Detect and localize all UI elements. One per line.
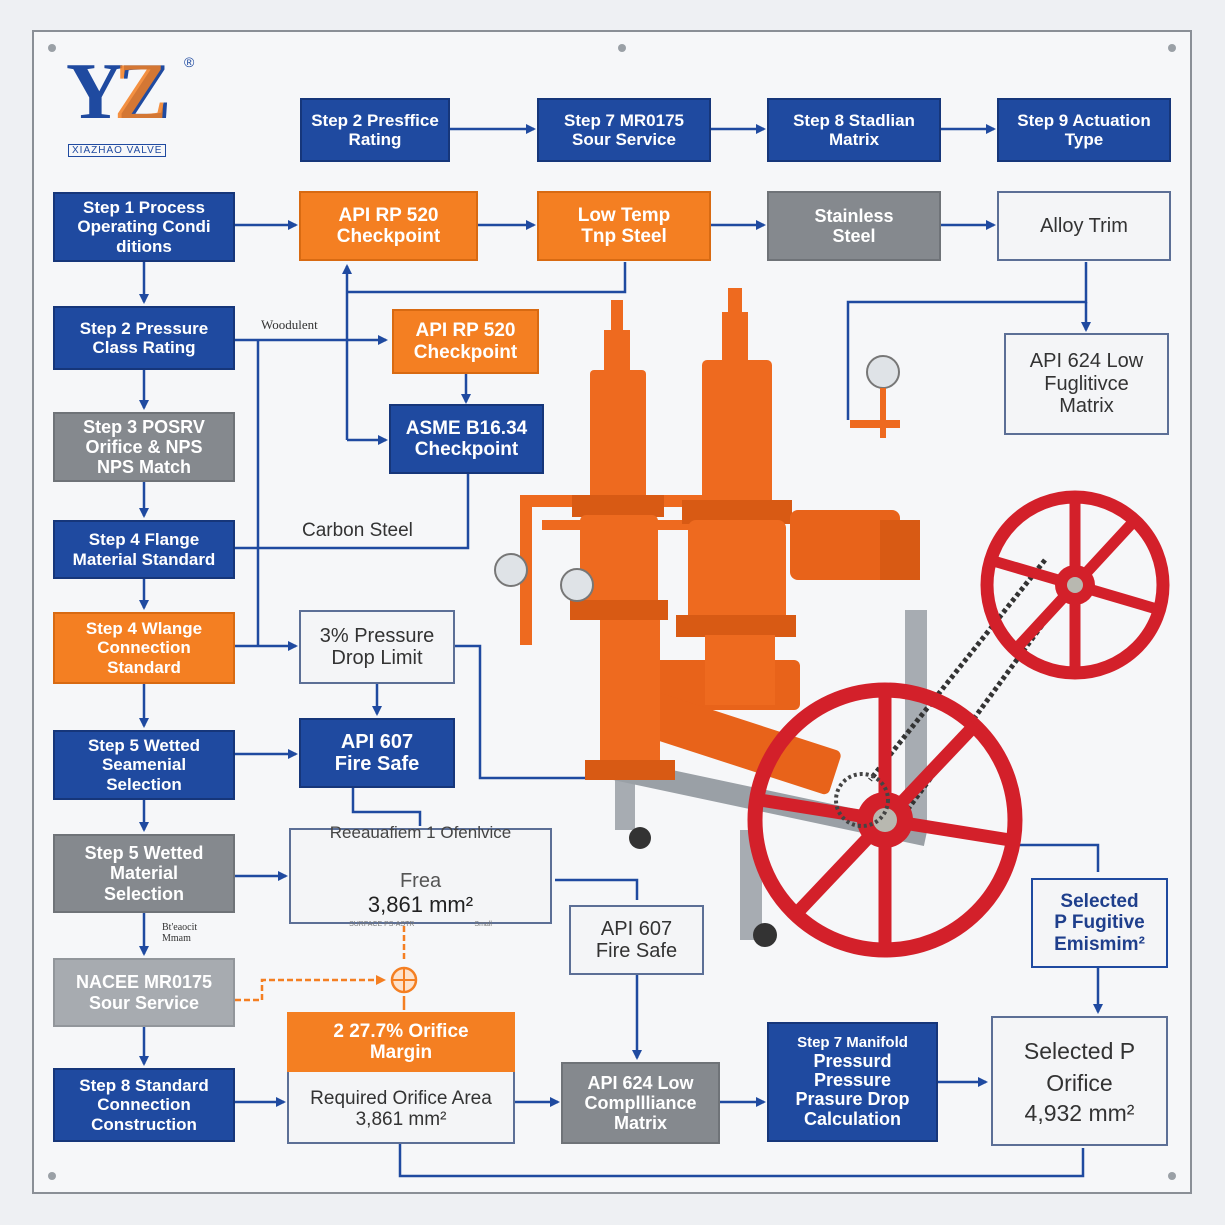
step9-actuation-type-box: Step 9 Actuation Type <box>997 98 1171 162</box>
step7-sour-service-box: Step 7 MR0175 Sour Service <box>537 98 711 162</box>
api624-low-fugitive-matrix: API 624 Low Fuglitivce Matrix <box>1004 333 1169 435</box>
stainless-steel-box: Stainless Steel <box>767 191 941 261</box>
api-rp520-checkpoint-mid: API RP 520 Checkpoint <box>392 309 539 374</box>
orifice-margin-card: 2 27.7% Orifice Margin Required Orifice … <box>287 1012 515 1144</box>
nace-mr0175-box: NACEE MR0175 Sour Service <box>53 958 235 1027</box>
logo-accent: Z <box>114 48 168 136</box>
selected-fugitive-box: Selected P Fugitive Emismim² <box>1031 878 1168 968</box>
step5-wetted-material-box: Step 5 Wetted Material Selection <box>53 834 235 913</box>
api624-compliance-matrix: API 624 Low Compllliance Matrix <box>561 1062 720 1144</box>
selected-orifice-box: Selected P Orifice 4,932 mm² <box>991 1016 1168 1146</box>
step7-manifold-calculation-box: Step 7 Manifold Pressurd Pressure Prasur… <box>767 1022 938 1142</box>
step4-connection-standard-box: Step 4 Wlange Connection Standard <box>53 612 235 684</box>
registered-mark: ® <box>184 54 195 70</box>
brand-logo: YZ Z ® XIAZHAO VALVE <box>66 52 206 162</box>
api-rp520-checkpoint-top: API RP 520 Checkpoint <box>299 191 478 261</box>
step8-stadlian-matrix-box: Step 8 Stadlian Matrix <box>767 98 941 162</box>
api607-fire-safe-white: API 607 Fire Safe <box>569 905 704 975</box>
low-temp-steel-box: Low Temp Tnp Steel <box>537 191 711 261</box>
required-area-line1: Reeauafiem 1 Ofenlvice <box>329 822 512 842</box>
asme-b1634-checkpoint: ASME B16.34 Checkpoint <box>389 404 544 474</box>
valve-assembly-illustration <box>494 288 1170 958</box>
step8-connection-construction-box: Step 8 Standard Connection Construction <box>53 1068 235 1142</box>
api607-fire-safe-blue: API 607 Fire Safe <box>299 718 455 788</box>
logo-letters: YZ <box>66 48 171 136</box>
required-area-panel: Reeauafiem 1 Ofenlvice Frea 3,861 mm² SU… <box>289 823 552 928</box>
pressure-drop-limit-box: 3% Pressure Drop Limit <box>299 610 455 684</box>
required-area-prefix: Frea <box>399 870 442 893</box>
corner-screw <box>618 44 626 52</box>
step4-flange-material-box: Step 4 Flange Material Standard <box>53 520 235 579</box>
step2-pressure-class-box: Step 2 Pressure Class Rating <box>53 306 235 370</box>
orifice-margin-header: 2 27.7% Orifice Margin <box>287 1012 515 1072</box>
orifice-margin-body: Required Orifice Area 3,861 mm² <box>310 1087 492 1130</box>
carbon-steel-label: Carbon Steel <box>302 520 413 541</box>
manifold-title: Step 7 Manifold <box>797 1033 908 1051</box>
required-area-line2: Frea 3,861 mm² <box>368 848 473 917</box>
woodulent-label: Woodulent <box>261 317 318 332</box>
selected-orifice-title: Selected P Orifice <box>1023 1037 1136 1097</box>
step3-orifice-nps-box: Step 3 POSRV Orifice & NPS NPS Match <box>53 412 235 482</box>
selected-orifice-value: 4,932 mm² <box>1024 1100 1135 1127</box>
required-area-fine-print: SURFACE PS·ASTR Small <box>349 921 492 929</box>
step2-pressure-rating-box: Step 2 Presffice Rating <box>300 98 450 162</box>
corner-screw <box>48 1172 56 1180</box>
step1-process-conditions-box: Step 1 Process Operating Condi ditions <box>53 192 235 262</box>
fine-print-right: Small <box>474 921 492 929</box>
step5-wetted-seamenial-box: Step 5 Wetted Seamenial Selection <box>53 730 235 800</box>
corner-screw <box>1168 44 1176 52</box>
alloy-trim-box: Alloy Trim <box>997 191 1171 261</box>
required-area-value: 3,861 mm² <box>367 891 474 917</box>
brand-name: XIAZHAO VALVE <box>68 144 167 157</box>
fine-print-left: SURFACE PS·ASTR <box>349 921 415 929</box>
corner-screw <box>1168 1172 1176 1180</box>
bt-note-label: Bt'eaocit Mmam <box>162 922 198 944</box>
manifold-body: Pressurd Pressure Prasure Drop Calculati… <box>795 1050 910 1129</box>
corner-screw <box>48 44 56 52</box>
